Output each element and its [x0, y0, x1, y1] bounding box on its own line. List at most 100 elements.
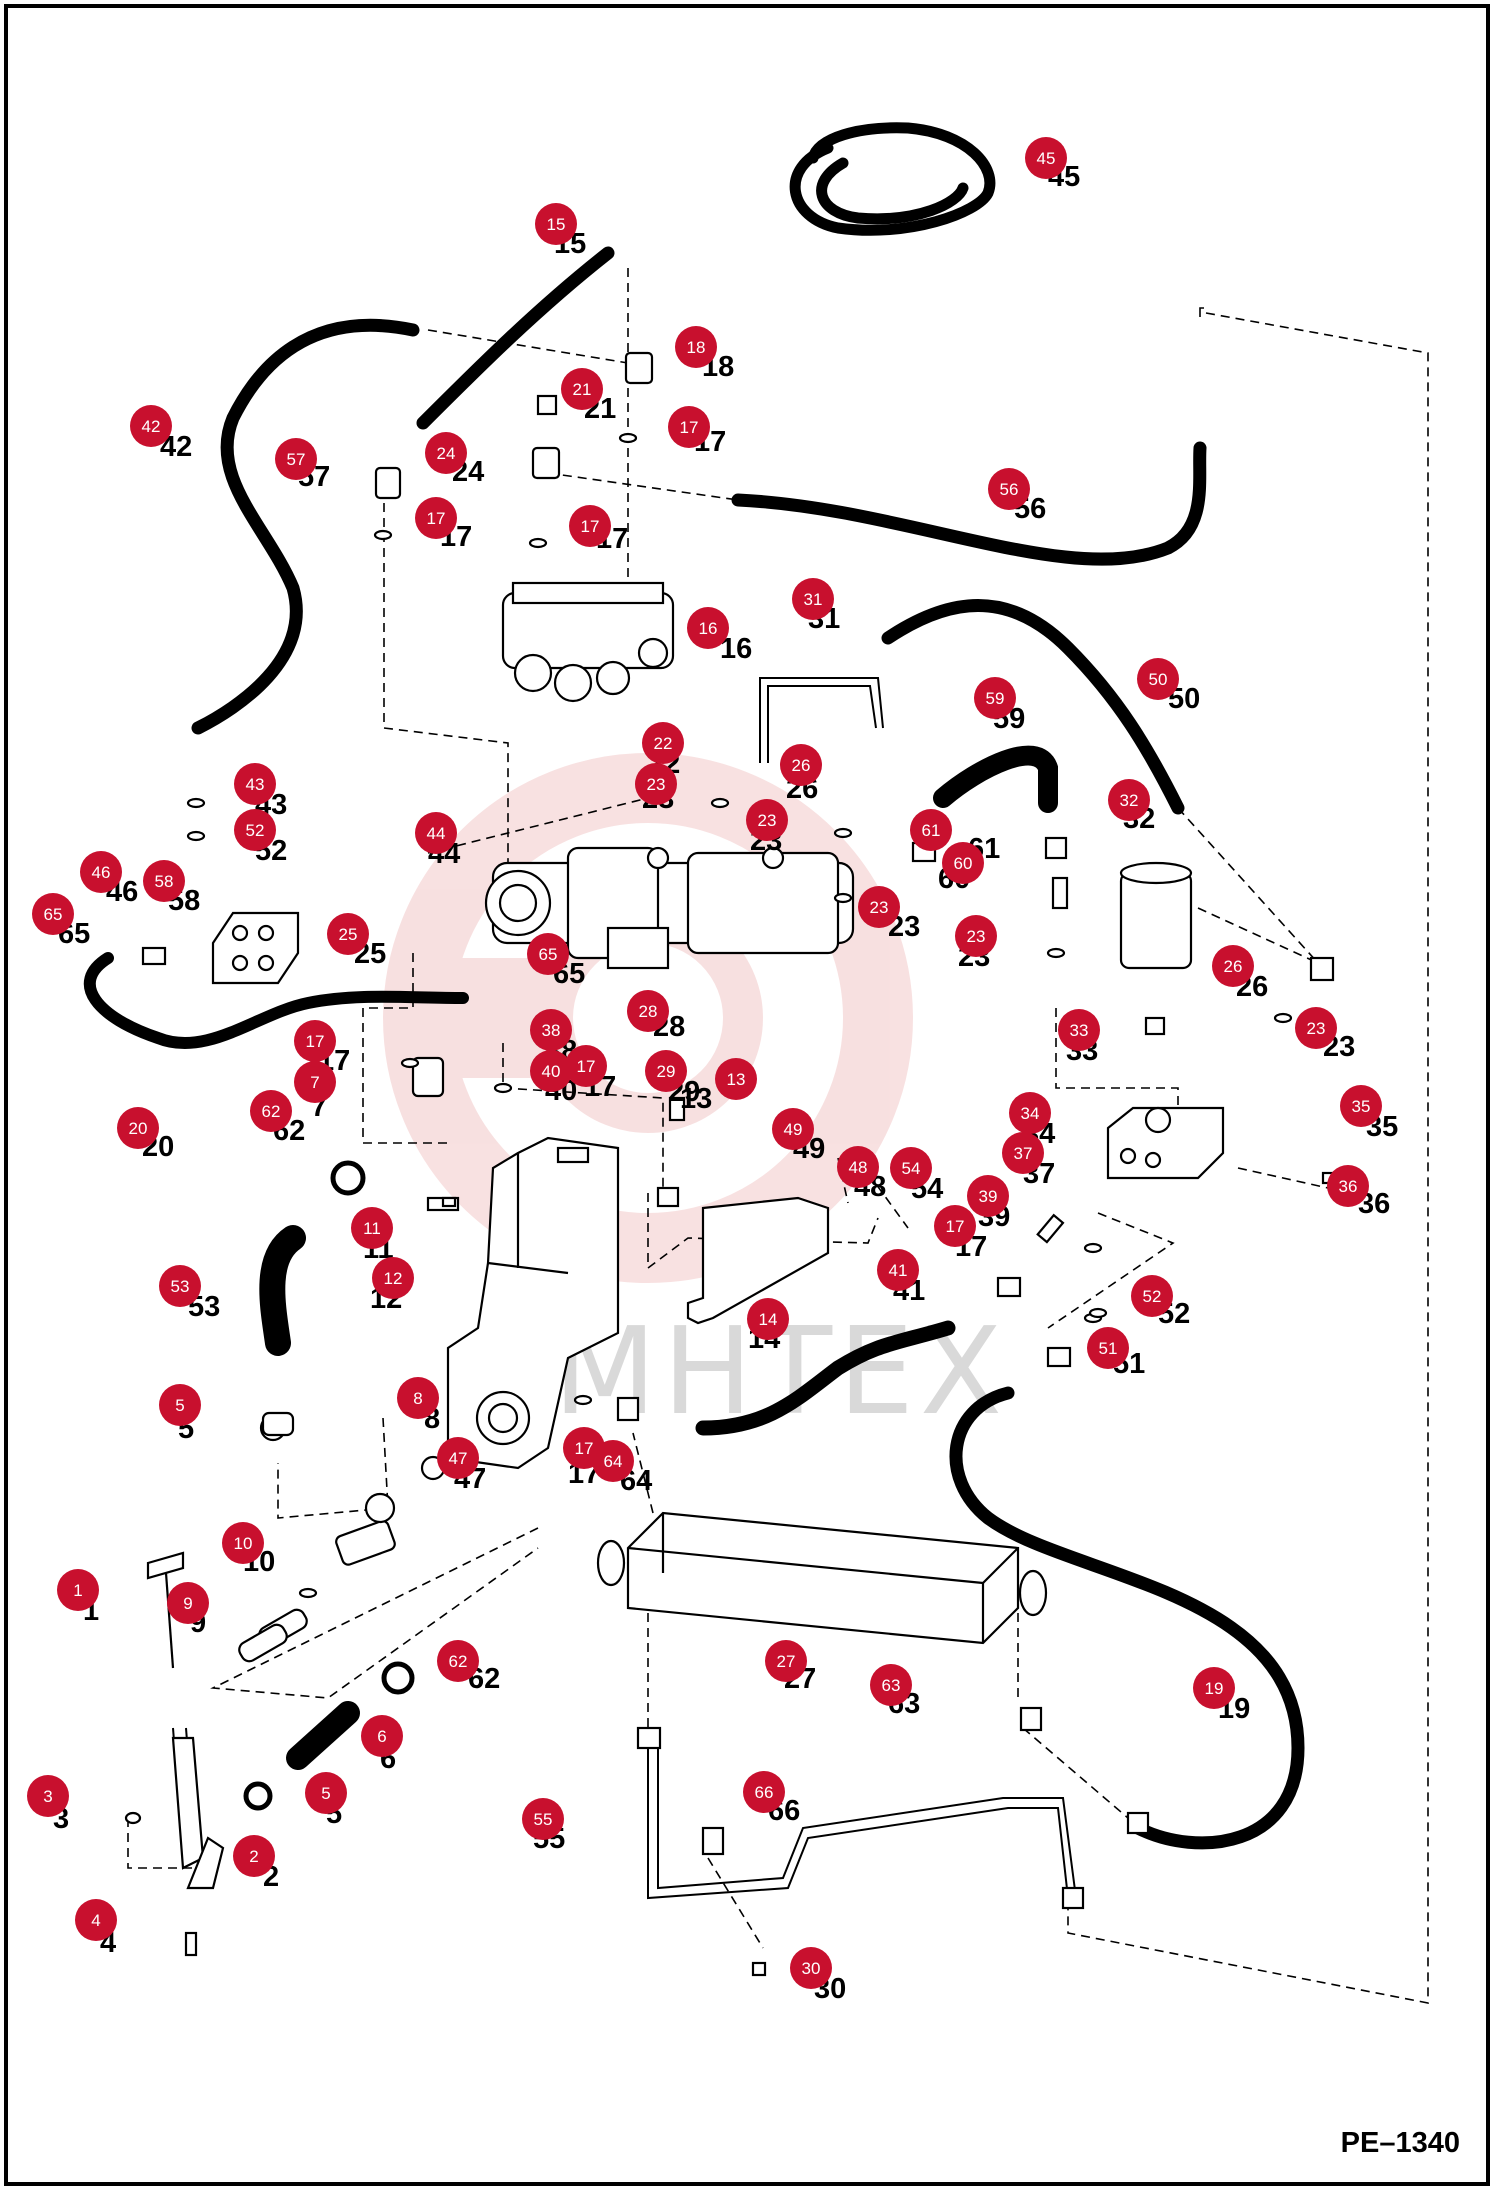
callout-number: 14	[759, 1310, 778, 1329]
callout-number: 23	[870, 898, 889, 917]
callout-46: 46	[80, 851, 122, 893]
callout-circle	[746, 799, 788, 841]
callout-circle	[592, 1440, 634, 1482]
callout-number: 27	[777, 1652, 796, 1671]
callout-number: 17	[427, 509, 446, 528]
callout-1: 1	[57, 1569, 99, 1611]
callout-9: 9	[167, 1582, 209, 1624]
callout-circle	[955, 915, 997, 957]
callout-circle	[159, 1384, 201, 1426]
leader-lines	[127, 268, 1429, 2004]
callout-11: 11	[351, 1207, 393, 1249]
callout-61: 61	[910, 809, 952, 851]
callout-number: 62	[262, 1102, 281, 1121]
callout-circle	[294, 1061, 336, 1103]
callout-number: 13	[727, 1070, 746, 1089]
callout-number: 40	[542, 1062, 561, 1081]
callout-circle	[642, 722, 684, 764]
callout-number: 4	[91, 1911, 100, 1930]
callout-39: 39	[967, 1175, 1009, 1217]
callout-21: 21	[561, 368, 603, 410]
callout-circle	[870, 1664, 912, 1706]
callout-circle	[397, 1377, 439, 1419]
callout-number: 50	[1149, 670, 1168, 689]
callout-circle	[535, 203, 577, 245]
callout-circle	[234, 763, 276, 805]
callout-circle	[57, 1569, 99, 1611]
callout-circle	[792, 578, 834, 620]
callout-circle	[877, 1249, 919, 1291]
callout-number: 23	[1307, 1019, 1326, 1038]
callout-42: 42	[130, 405, 172, 447]
callout-number: 35	[1352, 1097, 1371, 1116]
callout-62: 62	[250, 1090, 292, 1132]
hose-20	[83, 952, 469, 1049]
callout-circle	[1212, 945, 1254, 987]
callout-6: 6	[361, 1715, 403, 1757]
callout-62: 62	[437, 1640, 479, 1682]
callout-5: 5	[305, 1772, 347, 1814]
callout-number: 64	[604, 1452, 623, 1471]
callout-number: 12	[384, 1269, 403, 1288]
control-valve-16	[501, 581, 675, 703]
callout-circle	[627, 990, 669, 1032]
callout-66: 66	[743, 1771, 785, 1813]
callout-17: 17	[415, 497, 457, 539]
callout-number: 17	[680, 418, 699, 437]
callout-number: 1	[73, 1581, 82, 1600]
callout-50: 50	[1137, 658, 1179, 700]
hoses	[83, 122, 1305, 1850]
callout-circle	[974, 677, 1016, 719]
callout-circle	[1327, 1165, 1369, 1207]
callout-number: 66	[755, 1783, 774, 1802]
callout-circle	[222, 1522, 264, 1564]
callout-12: 12	[372, 1257, 414, 1299]
callout-circle	[645, 1050, 687, 1092]
callout-number: 17	[306, 1032, 325, 1051]
callout-38: 38	[530, 1009, 572, 1051]
callout-circle	[522, 1798, 564, 1840]
callout-number: 7	[310, 1073, 319, 1092]
callout-number: 52	[246, 821, 265, 840]
diagram-id-label: PE–1340	[1340, 2127, 1460, 2159]
hose-19	[949, 1386, 1305, 1850]
callout-number: 37	[1014, 1144, 1033, 1163]
callout-circle	[635, 763, 677, 805]
callout-number: 46	[92, 863, 111, 882]
callout-37: 37	[1002, 1132, 1044, 1174]
callout-49: 49	[772, 1108, 814, 1150]
callout-circle	[967, 1175, 1009, 1217]
fittings	[141, 351, 1335, 1910]
callout-circle	[305, 1772, 347, 1814]
hose-59	[933, 745, 1058, 813]
filter-32	[1119, 861, 1193, 1036]
callout-circle	[250, 1090, 292, 1132]
callout-56: 56	[988, 468, 1030, 510]
callout-circle	[415, 497, 457, 539]
callout-circle	[530, 1050, 572, 1092]
callout-number: 60	[954, 854, 973, 873]
callout-number: 61	[922, 821, 941, 840]
callout-number: 26	[1224, 957, 1243, 976]
callout-circle	[687, 607, 729, 649]
callout-number: 36	[1339, 1177, 1358, 1196]
callout-number: 59	[986, 689, 1005, 708]
callout-10: 10	[222, 1522, 264, 1564]
callout-circle	[80, 851, 122, 893]
callout-number: 30	[802, 1959, 821, 1978]
callout-circle	[143, 860, 185, 902]
callout-number: 17	[946, 1217, 965, 1236]
callout-circle	[117, 1107, 159, 1149]
callout-circle	[561, 368, 603, 410]
callout-number: 44	[427, 824, 446, 843]
callout-54: 54	[890, 1147, 932, 1189]
callout-number: 22	[654, 734, 673, 753]
o-rings	[124, 432, 1293, 1825]
callout-17: 17	[569, 505, 611, 547]
callout-circle	[1131, 1275, 1173, 1317]
callout-circle	[415, 812, 457, 854]
callout-number: 63	[882, 1676, 901, 1695]
callout-number: 19	[1205, 1679, 1224, 1698]
callout-number: 20	[129, 1119, 148, 1138]
